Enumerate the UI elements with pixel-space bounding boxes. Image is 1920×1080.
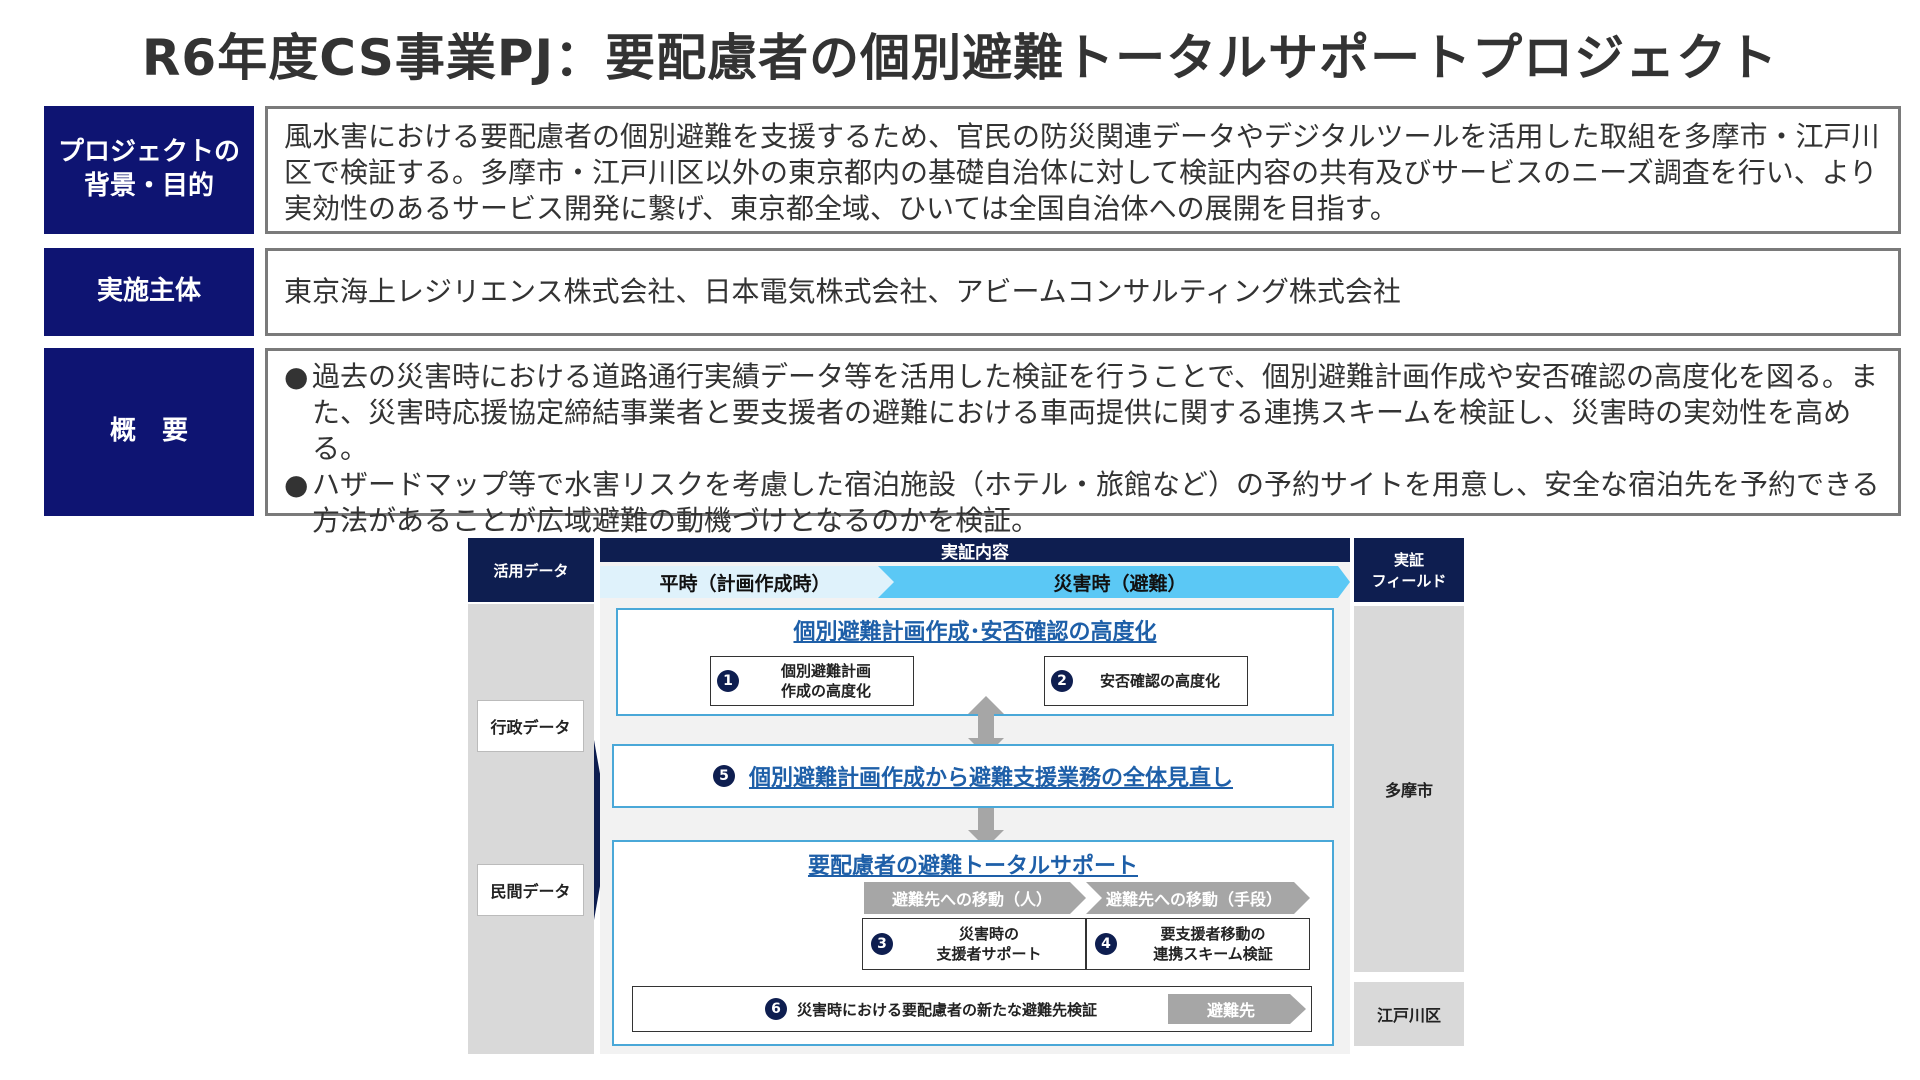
movement-chevrons bbox=[864, 882, 1310, 914]
item-4-scheme: 4 要支援者移動の 連携スキーム検証 bbox=[1086, 918, 1310, 970]
item-3-text: 災害時の 支援者サポート bbox=[936, 925, 1042, 963]
phase-disaster-chevron bbox=[878, 566, 1350, 598]
header-data-used: 活用データ bbox=[468, 538, 594, 602]
data-label-administrative: 行政データ bbox=[477, 700, 584, 752]
implementer-text: 東京海上レジリエンス株式会社、日本電気株式会社、アビームコンサルティング株式会社 bbox=[284, 275, 1401, 308]
item-4-text: 要支援者移動の 連携スキーム検証 bbox=[1153, 925, 1273, 963]
header-verification-content: 実証内容 bbox=[600, 538, 1350, 563]
item-3-supporter: 3 災害時の 支援者サポート bbox=[862, 918, 1086, 970]
shelter-tag-chevron bbox=[1168, 994, 1306, 1024]
header-field: 実証 フィールド bbox=[1354, 538, 1464, 602]
item-6-text: 災害時における要配慮者の新たな避難先検証 bbox=[797, 1000, 1098, 1019]
updown-arrow-icon-1 bbox=[968, 696, 1004, 756]
label-background-purpose: プロジェクトの 背景・目的 bbox=[44, 106, 254, 234]
text-overview: 過去の災害時における道路通行実績データ等を活用した検証を行うことで、個別避難計画… bbox=[265, 348, 1901, 537]
field-edogawa-text: 江戸川区 bbox=[1376, 1006, 1441, 1025]
number-1-icon: 1 bbox=[717, 670, 739, 692]
phase-normal-chevron bbox=[600, 566, 906, 598]
movement-means-chevron bbox=[1086, 882, 1310, 914]
item-2-safety-advancement: 2 安否確認の高度化 bbox=[1044, 656, 1248, 706]
item-1-text: 個別避難計画 作成の高度化 bbox=[780, 662, 871, 700]
panel-total-support-title: 要配慮者の避難トータルサポート bbox=[807, 854, 1138, 879]
label-overview: 概 要 bbox=[44, 348, 254, 516]
movement-means-label: 避難先への移動（手段） bbox=[1105, 890, 1282, 909]
data-label-private: 民間データ bbox=[477, 864, 584, 916]
item-1-plan-advancement: 1 個別避難計画 作成の高度化 bbox=[710, 656, 914, 706]
text-implementer: 東京海上レジリエンス株式会社、日本電気株式会社、アビームコンサルティング株式会社 bbox=[265, 248, 1901, 336]
number-5-icon: 5 bbox=[712, 765, 735, 787]
panel-overall-review: 5 個別避難計画作成から避難支援業務の全体見直し bbox=[612, 744, 1334, 808]
data-label-administrative-text: 行政データ bbox=[490, 718, 571, 737]
number-6-icon: 6 bbox=[765, 998, 787, 1020]
data-column-bg bbox=[468, 604, 594, 1054]
text-background-purpose: 風水害における要配慮者の個別避難を支援するため、官民の防災関連データやデジタルツ… bbox=[265, 106, 1901, 234]
phase-disaster-label: 災害時（避難） bbox=[1053, 572, 1187, 595]
number-3-icon: 3 bbox=[871, 933, 893, 955]
label-implementer-text: 実施主体 bbox=[96, 276, 201, 307]
header-data-used-text: 活用データ bbox=[493, 561, 569, 580]
page-title: R6年度CS事業PJ：要配慮者の個別避難トータルサポートプロジェクト bbox=[141, 29, 1779, 87]
movement-person-chevron bbox=[864, 882, 1086, 914]
movement-person-label: 避難先への移動（人） bbox=[891, 890, 1052, 909]
overview-bullet-1: 過去の災害時における道路通行実績データ等を活用した検証を行うことで、個別避難計画… bbox=[284, 359, 1882, 467]
header-verification-content-text: 実証内容 bbox=[941, 542, 1009, 563]
number-2-icon: 2 bbox=[1051, 670, 1073, 692]
label-background-purpose-text: プロジェクトの 背景・目的 bbox=[57, 137, 240, 201]
phase-chevrons bbox=[600, 566, 1350, 598]
item-2-text: 安否確認の高度化 bbox=[1099, 672, 1220, 690]
panel-overall-review-title: 個別避難計画作成から避難支援業務の全体見直し bbox=[748, 766, 1233, 791]
shelter-tag-label: 避難先 bbox=[1206, 1001, 1255, 1020]
number-4-icon: 4 bbox=[1095, 933, 1117, 955]
label-implementer: 実施主体 bbox=[44, 248, 254, 336]
panel-plan-safety-title: 個別避難計画作成･安否確認の高度化 bbox=[793, 620, 1157, 645]
field-edogawa: 江戸川区 bbox=[1354, 982, 1464, 1046]
background-purpose-text: 風水害における要配慮者の個別避難を支援するため、官民の防災関連データやデジタルツ… bbox=[284, 120, 1880, 225]
phase-normal-label: 平時（計画作成時） bbox=[659, 572, 831, 595]
field-tama-text: 多摩市 bbox=[1384, 781, 1433, 800]
data-label-private-text: 民間データ bbox=[490, 882, 571, 901]
overview-bullet-2: ハザードマップ等で水害リスクを考慮した宿泊施設（ホテル・旅館など）の予約サイトを… bbox=[284, 467, 1882, 539]
field-tama: 多摩市 bbox=[1354, 606, 1464, 972]
label-overview-text: 概 要 bbox=[109, 416, 188, 447]
header-field-text: 実証 フィールド bbox=[1371, 551, 1447, 590]
